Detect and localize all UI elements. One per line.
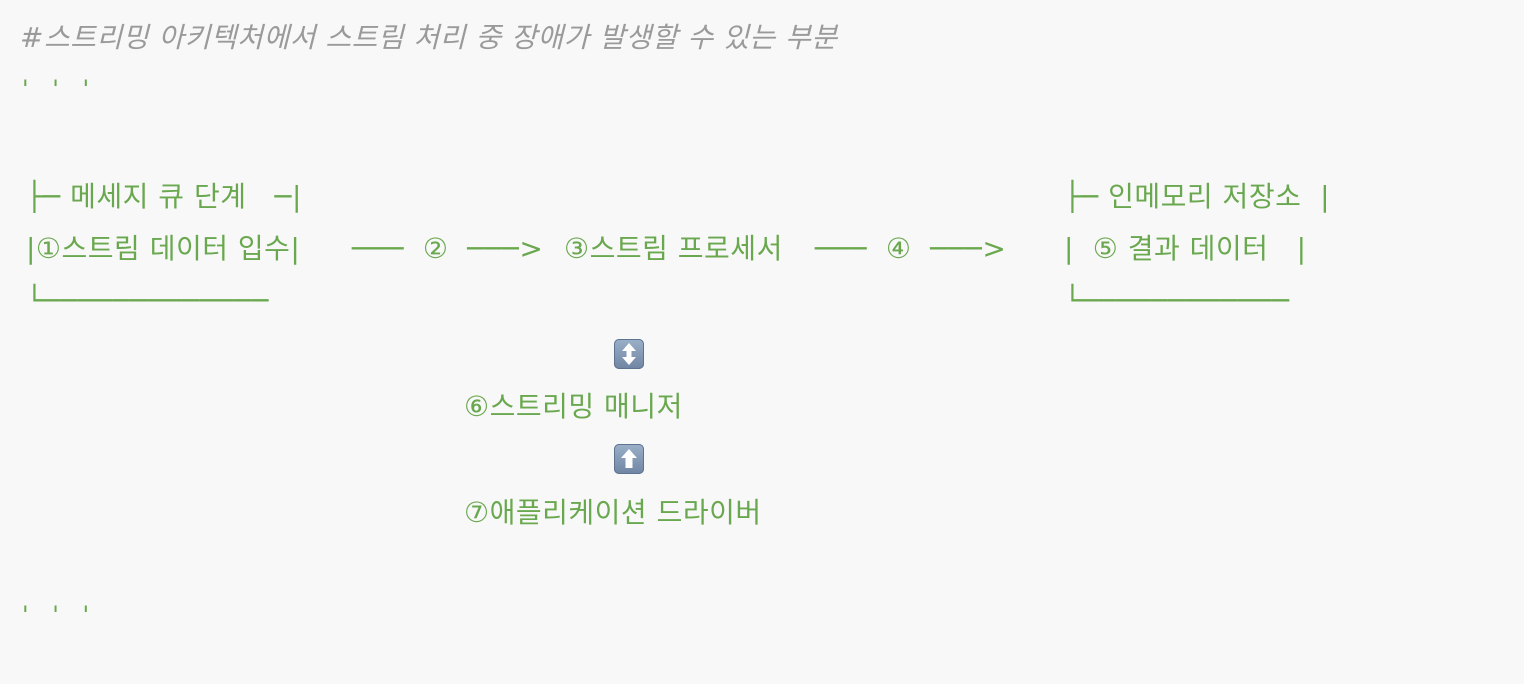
queue-box-bottom: └─────────────	[26, 284, 270, 317]
code-fence-open: ' ' '	[22, 75, 98, 103]
store-box-middle: | ⑤ 결과 데이터 |	[1064, 232, 1307, 265]
application-driver-label: ⑦애플리케이션 드라이버	[464, 496, 762, 529]
code-fence-close: ' ' '	[22, 601, 98, 629]
up-down-arrow-icon	[614, 339, 644, 369]
flow-arrow-2: ─── ② ───>	[352, 232, 544, 265]
streaming-manager-label: ⑥스트리밍 매니저	[464, 390, 683, 423]
flow-arrow-4: ─── ④ ───>	[815, 232, 1007, 265]
queue-box-middle: |①스트림 데이터 입수|	[26, 232, 301, 265]
stream-processor-label: ③스트림 프로세서	[564, 232, 783, 265]
store-box-bottom: └────────────	[1064, 284, 1290, 317]
up-arrow-icon	[614, 444, 644, 474]
store-box-top: ├─ 인메모리 저장소 |	[1064, 180, 1331, 213]
diagram-comment: #스트리밍 아키텍처에서 스트림 처리 중 장애가 발생할 수 있는 부분	[20, 21, 838, 54]
queue-box-top: ├─ 메세지 큐 단계 ─|	[26, 180, 302, 213]
